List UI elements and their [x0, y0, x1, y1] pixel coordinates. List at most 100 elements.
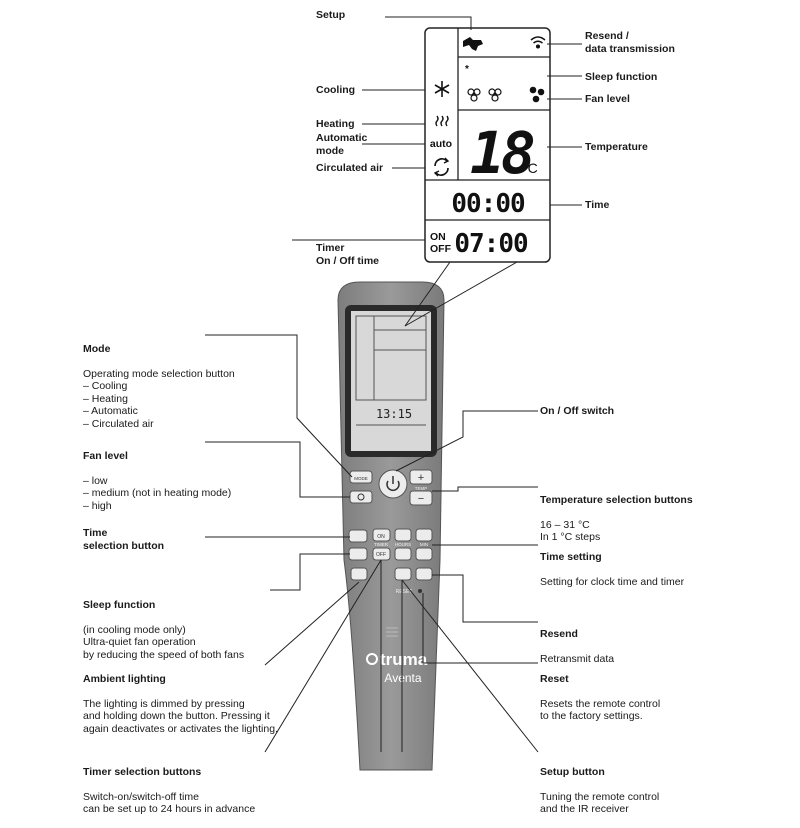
label-ambient: Ambient lighting The lighting is dimmed …: [83, 660, 278, 748]
label-timer-top: Timer On / Off time: [316, 242, 379, 267]
timer-off-label: OFF: [376, 552, 386, 558]
label-resend-top-title: Resend / data transmission: [585, 30, 675, 55]
label-temp-selection: Temperature selection buttons 16 – 31 °C…: [540, 481, 693, 556]
temp-up-button[interactable]: [409, 469, 433, 485]
min-down-button[interactable]: [415, 547, 433, 561]
remote-control: 13:15 MODE + TEMP − ON TIMER OFF HOURS M…: [337, 281, 445, 771]
fan-high-icon: [529, 86, 545, 103]
lighting-button[interactable]: [350, 567, 368, 581]
label-onoff-title: On / Off switch: [540, 405, 615, 417]
lcd-timer: 07:00: [454, 229, 528, 259]
sleep-button[interactable]: [348, 547, 368, 561]
label-sleep: Sleep function (in cooling mode only) Ul…: [83, 586, 244, 674]
lcd-time: 00:00: [451, 189, 525, 219]
label-timer-selection: Timer selection buttons Switch-on/switch…: [83, 753, 255, 828]
label-time-setting-desc: Setting for clock time and timer: [540, 575, 685, 588]
min-label: MIN: [420, 542, 428, 547]
fan-button-icon: [357, 493, 365, 501]
label-ambient-desc: The lighting is dimmed by pressing and h…: [83, 697, 278, 735]
timer-label: TIMER: [374, 542, 389, 547]
min-up-button[interactable]: [415, 528, 433, 542]
label-time-selection: Time selection button: [83, 527, 164, 552]
label-time-selection-title: Time selection button: [83, 527, 165, 552]
leader-lines: [205, 16, 582, 753]
temp-label: TEMP: [415, 486, 428, 491]
label-timer-selection-desc: Switch-on/switch-off time can be set up …: [83, 790, 256, 816]
label-time-setting: Time setting Setting for clock time and …: [540, 538, 684, 601]
time-select-button[interactable]: [348, 529, 368, 543]
label-automatic: Automatic mode: [316, 132, 367, 157]
label-reset-desc: Resets the remote control to the factory…: [540, 697, 661, 723]
label-heating-title: Heating: [316, 118, 355, 130]
label-sleep-top: Sleep function: [585, 71, 657, 84]
snowflake-icon: [434, 81, 450, 97]
label-setup: Setup: [316, 9, 345, 22]
reset-button[interactable]: [418, 589, 422, 593]
label-temperature: Temperature: [585, 141, 648, 154]
label-fan-level-desc: – low – medium (not in heating mode) – h…: [83, 474, 232, 512]
sleep-moon-icon: *: [465, 62, 484, 76]
model-name: Aventa: [384, 671, 421, 685]
label-temperature-title: Temperature: [585, 141, 648, 153]
label-time: Time: [585, 199, 609, 212]
label-fan-level-title: Fan level: [83, 449, 128, 462]
fan-medium-icon: [488, 88, 502, 102]
temp-plus-icon: +: [418, 472, 424, 484]
label-setup-title: Setup: [316, 9, 346, 21]
label-cooling-title: Cooling: [316, 84, 356, 96]
remote-screen: [351, 311, 431, 451]
label-reset: Reset Resets the remote control to the f…: [540, 660, 660, 735]
label-setup-button-desc: Tuning the remote control and the IR rec…: [540, 790, 660, 816]
label-sleep-desc: (in cooling mode only) Ultra-quiet fan o…: [83, 623, 245, 661]
mode-button[interactable]: [349, 470, 373, 484]
label-temp-selection-title: Temperature selection buttons: [540, 493, 693, 506]
label-resend: Resend Retransmit data: [540, 615, 614, 678]
label-timer-selection-title: Timer selection buttons: [83, 765, 202, 778]
hours-up-button[interactable]: [394, 528, 412, 542]
label-fan-level: Fan level – low – medium (not in heating…: [83, 437, 231, 525]
resend-button[interactable]: [415, 567, 433, 581]
heating-icon: [435, 115, 449, 127]
lcd-timer-on: ON: [430, 231, 446, 243]
setup-wrench-icon: [463, 37, 483, 51]
label-time-title: Time: [585, 199, 610, 211]
temp-down-button[interactable]: [409, 490, 433, 506]
label-cooling: Cooling: [316, 84, 355, 97]
ir-window: [386, 627, 398, 637]
brand-logo-icon: [366, 653, 378, 665]
label-resend-top: Resend / data transmission: [585, 30, 675, 55]
label-temp-selection-desc: 16 – 31 °C In 1 °C steps: [540, 518, 601, 544]
lcd-unit: °C: [522, 160, 538, 176]
hours-label: HOURS: [395, 542, 411, 547]
reset-label: RESET: [396, 589, 413, 595]
brand-name: truma: [380, 650, 428, 669]
label-mode: Mode Operating mode selection button – C…: [83, 330, 235, 443]
label-heating: Heating: [316, 118, 355, 131]
label-setup-button-title: Setup button: [540, 765, 605, 778]
label-ambient-title: Ambient lighting: [83, 672, 166, 685]
hours-down-button[interactable]: [394, 547, 412, 561]
lcd-auto-label: auto: [430, 138, 452, 150]
label-resend-title: Resend: [540, 627, 578, 640]
timer-on-button[interactable]: [372, 528, 391, 542]
label-setup-button: Setup button Tuning the remote control a…: [540, 753, 659, 828]
fan-button[interactable]: [349, 490, 373, 504]
recirculate-icon: [433, 157, 450, 177]
wifi-icon: [530, 36, 546, 49]
label-fan-level-top: Fan level: [585, 93, 630, 106]
label-mode-title: Mode: [83, 342, 111, 355]
diagram-graphics: * auto: [205, 16, 582, 771]
mode-button-label: MODE: [354, 476, 368, 481]
lcd-timer-off: OFF: [430, 243, 452, 255]
label-sleep-title: Sleep function: [83, 598, 156, 611]
label-timer-top-title: Timer On / Off time: [316, 242, 379, 267]
setup-button[interactable]: [394, 567, 412, 581]
label-fan-level-top-title: Fan level: [585, 93, 630, 105]
remote-control-diagram: * auto: [83, 9, 693, 815]
label-sleep-top-title: Sleep function: [585, 71, 658, 83]
label-automatic-title: Automatic mode: [316, 132, 368, 157]
lcd-frame: [424, 27, 551, 263]
svg-text:*: *: [465, 64, 469, 75]
label-mode-desc: Operating mode selection button – Coolin…: [83, 367, 235, 430]
label-circulated-air-title: Circulated air: [316, 162, 384, 174]
